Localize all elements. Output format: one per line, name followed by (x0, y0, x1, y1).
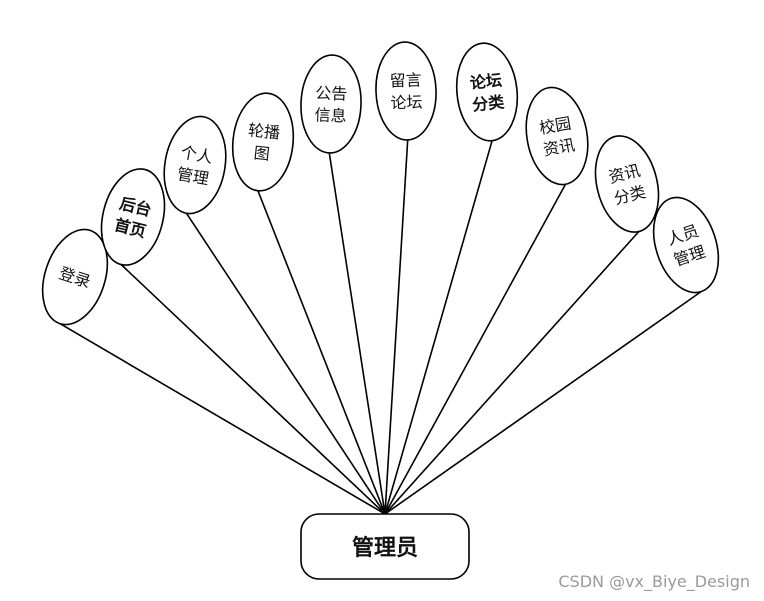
connector-campus-news (384, 183, 567, 515)
node-label-carousel-0: 轮播 (247, 120, 281, 142)
node-login: 登录 (41, 228, 109, 326)
connector-backend-home (120, 263, 386, 515)
node-ellipse-staff-mgmt (652, 196, 720, 294)
node-ellipse-forum-category (455, 42, 519, 142)
connector-message-forum (384, 139, 409, 515)
root-node: 管理员 (300, 513, 470, 580)
node-label-notice-info-1: 信息 (314, 105, 347, 125)
node-ellipse-carousel (231, 92, 295, 192)
node-label-message-forum-0: 留言 (389, 70, 422, 90)
connector-notice-info (328, 152, 386, 515)
node-carousel: 轮播图 (231, 92, 295, 192)
root-label: 管理员 (352, 535, 418, 561)
node-label-message-forum-1: 论坛 (390, 92, 423, 112)
connector-lines (59, 139, 702, 515)
node-label-forum-category-0: 论坛 (469, 70, 503, 92)
node-ellipse-login (41, 228, 109, 326)
connector-news-category (384, 230, 640, 515)
connector-forum-category (384, 140, 493, 515)
node-label-notice-info-0: 公告 (315, 83, 348, 103)
node-ellipse-campus-news (525, 86, 589, 186)
connector-login (59, 322, 386, 515)
node-ellipse-backend-home (100, 168, 166, 266)
root-box (300, 513, 470, 580)
watermark: CSDN @vx_Biye_Design (558, 572, 750, 591)
node-ellipse-notice-info (300, 54, 362, 154)
node-label-forum-category-1: 分类 (471, 92, 506, 114)
node-label-carousel-1: 图 (253, 143, 271, 164)
connector-staff-mgmt (384, 290, 702, 515)
connector-carousel (257, 190, 386, 515)
node-ellipse-message-forum (375, 41, 437, 141)
node-ellipse-personal-mgmt (163, 115, 227, 215)
connector-personal-mgmt (185, 212, 386, 515)
node-ellipse-news-category (594, 135, 660, 233)
